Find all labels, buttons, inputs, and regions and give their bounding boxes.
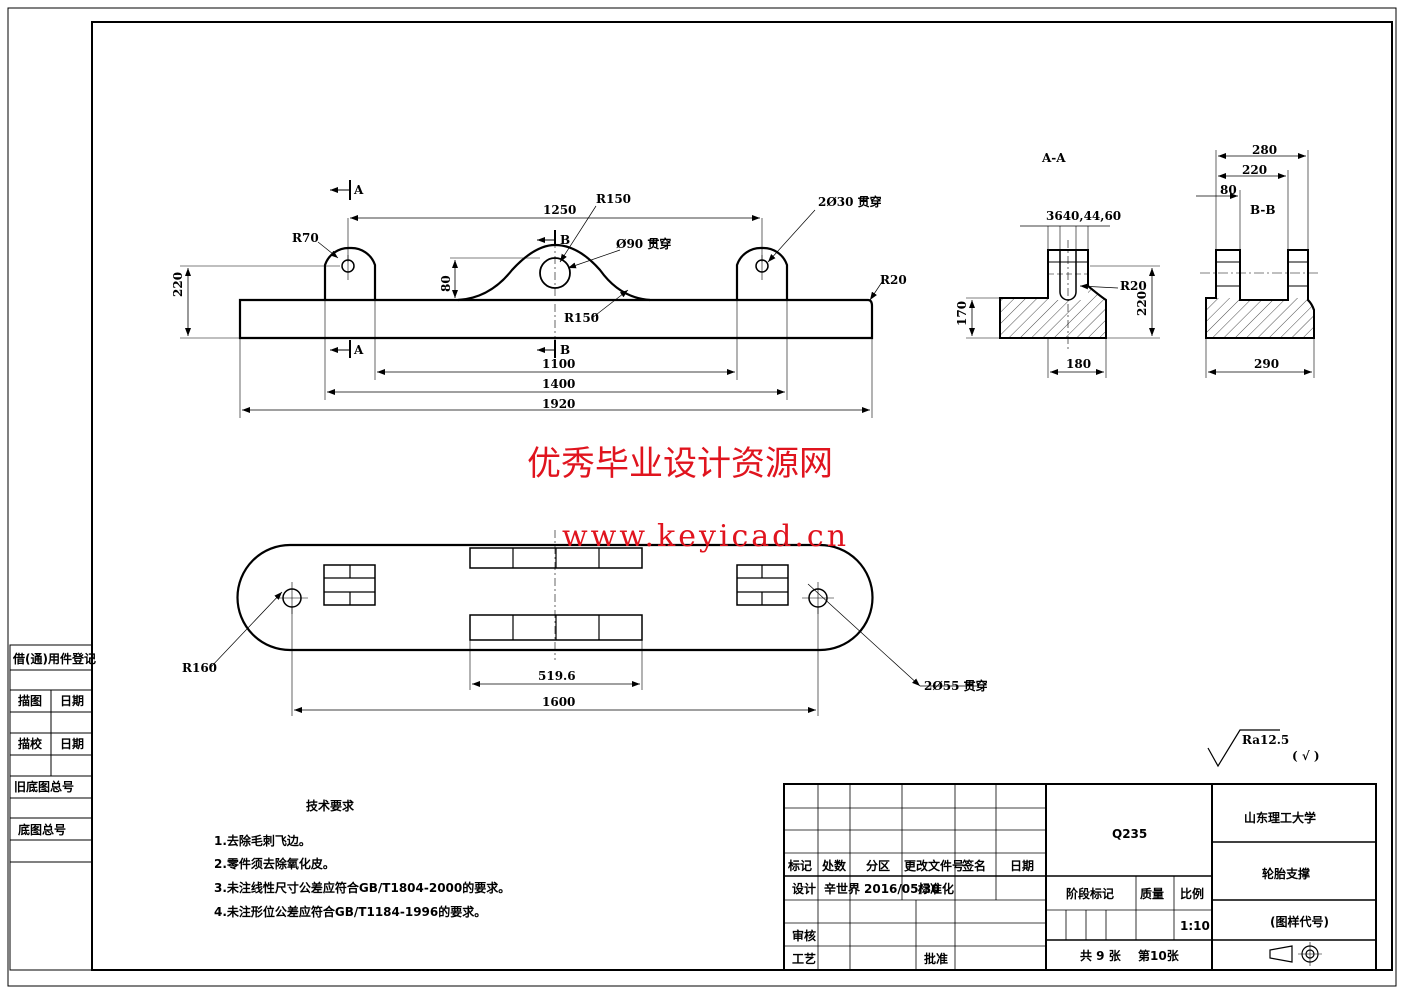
left-registration-strip [9, 644, 93, 971]
dim-1100: 1100 [542, 357, 575, 371]
tech-req-item-1: 1.去除毛刺飞边。 [214, 833, 311, 848]
strip-date-label-2: 日期 [60, 736, 84, 751]
strip-base-number-label: 底图总号 [18, 822, 66, 837]
tb-sheet-number: 第10张 [1138, 948, 1180, 963]
tb-approve-label: 批准 [924, 951, 948, 966]
tb-header-zone: 分区 [866, 858, 890, 873]
strip-date-label-1: 日期 [60, 693, 84, 708]
tech-req-item-3: 3.未注线性尺寸公差应符合GB/T1804-2000的要求。 [214, 880, 510, 895]
dim-bb-220: 220 [1242, 163, 1267, 177]
dim-aa-r20: R20 [1120, 279, 1147, 293]
dim-hole-d90: Ø90 贯穿 [616, 236, 671, 251]
dim-hole-2d55: 2Ø55 贯穿 [924, 678, 988, 693]
dim-1400: 1400 [542, 377, 575, 391]
roughness-value: Ra12.5 [1242, 733, 1289, 747]
strip-check-label: 描校 [18, 736, 43, 751]
section-aa-view [966, 225, 1160, 378]
tb-header-sign: 签名 [961, 858, 986, 873]
roughness-symbol [1207, 729, 1280, 768]
dim-bb-290: 290 [1254, 357, 1279, 371]
dim-1600: 1600 [542, 695, 575, 709]
tb-mass-label: 质量 [1140, 886, 1164, 901]
section-b-top-label: B [560, 233, 570, 247]
dim-bb-280: 280 [1252, 143, 1277, 157]
dim-r70: R70 [292, 231, 319, 245]
sheet-outer-border [7, 7, 1397, 987]
dim-220-front: 220 [171, 272, 185, 297]
sheet-inner-border [91, 21, 1393, 971]
front-view [180, 180, 883, 418]
tb-scale-label: 比例 [1180, 886, 1204, 901]
tb-header-count: 处数 [821, 858, 847, 873]
tech-req-item-2: 2.零件须去除氧化皮。 [214, 856, 335, 871]
section-aa-title: A-A [1041, 151, 1066, 165]
tb-process-label: 工艺 [792, 951, 816, 966]
watermark-title: 优秀毕业设计资源网 [527, 444, 833, 484]
section-b-bottom-label: B [560, 343, 570, 357]
tb-scale-value: 1:10 [1180, 919, 1210, 933]
tech-req-item-4: 4.未注形位公差应符合GB/T1184-1996的要求。 [214, 904, 486, 919]
dim-1250: 1250 [543, 203, 576, 217]
strip-old-number-label: 旧底图总号 [14, 779, 74, 794]
watermark-url: www.keyicad.cn [562, 519, 849, 554]
tb-material: Q235 [1112, 827, 1147, 841]
tb-design-label: 设计 [792, 881, 816, 896]
dim-hole-2d30: 2Ø30 贯穿 [818, 194, 882, 209]
dim-1920: 1920 [542, 397, 575, 411]
tb-standardization: 标准化 [917, 881, 954, 896]
dim-aa-180: 180 [1066, 357, 1091, 371]
roughness-bracket: ( √ ) [1292, 749, 1320, 763]
strip-trace-label: 描图 [18, 693, 42, 708]
section-bb-view [1196, 150, 1320, 378]
tech-req-title: 技术要求 [306, 798, 355, 813]
tb-review-label: 审核 [792, 928, 816, 943]
tb-header-date: 日期 [1010, 858, 1034, 873]
tb-header-mark: 标记 [787, 858, 812, 873]
section-bb-title: B-B [1250, 203, 1276, 217]
dim-r20-front: R20 [880, 273, 907, 287]
top-view [209, 530, 978, 716]
tb-design-date: 2016/05/30 [864, 882, 940, 896]
tb-sheets-total: 共 9 张 [1080, 948, 1122, 963]
dim-aa-220: 220 [1135, 291, 1149, 316]
tb-header-change-doc: 更改文件号 [904, 858, 964, 873]
dim-80: 80 [439, 275, 453, 292]
dim-r160: R160 [182, 661, 217, 675]
dim-aa-170: 170 [955, 301, 969, 326]
tb-stage-label: 阶段标记 [1066, 886, 1114, 901]
strip-registration-label: 借(通)用件登记 [12, 651, 96, 666]
dim-519-6: 519.6 [538, 669, 576, 683]
dim-r150-top: R150 [596, 192, 631, 206]
tb-drawing-code: (图样代号) [1270, 914, 1329, 929]
title-block [783, 783, 1377, 971]
section-a-top-label: A [353, 183, 364, 197]
section-a-bottom-label: A [353, 343, 364, 357]
dim-aa-top: 3640,44,60 [1046, 209, 1121, 223]
tb-school: 山东理工大学 [1244, 810, 1316, 825]
dim-bb-80: 80 [1220, 183, 1237, 197]
dim-r150-bottom: R150 [564, 311, 599, 325]
tb-designer: 辛世界 [824, 881, 860, 896]
tb-part-name: 轮胎支撑 [1262, 866, 1310, 881]
